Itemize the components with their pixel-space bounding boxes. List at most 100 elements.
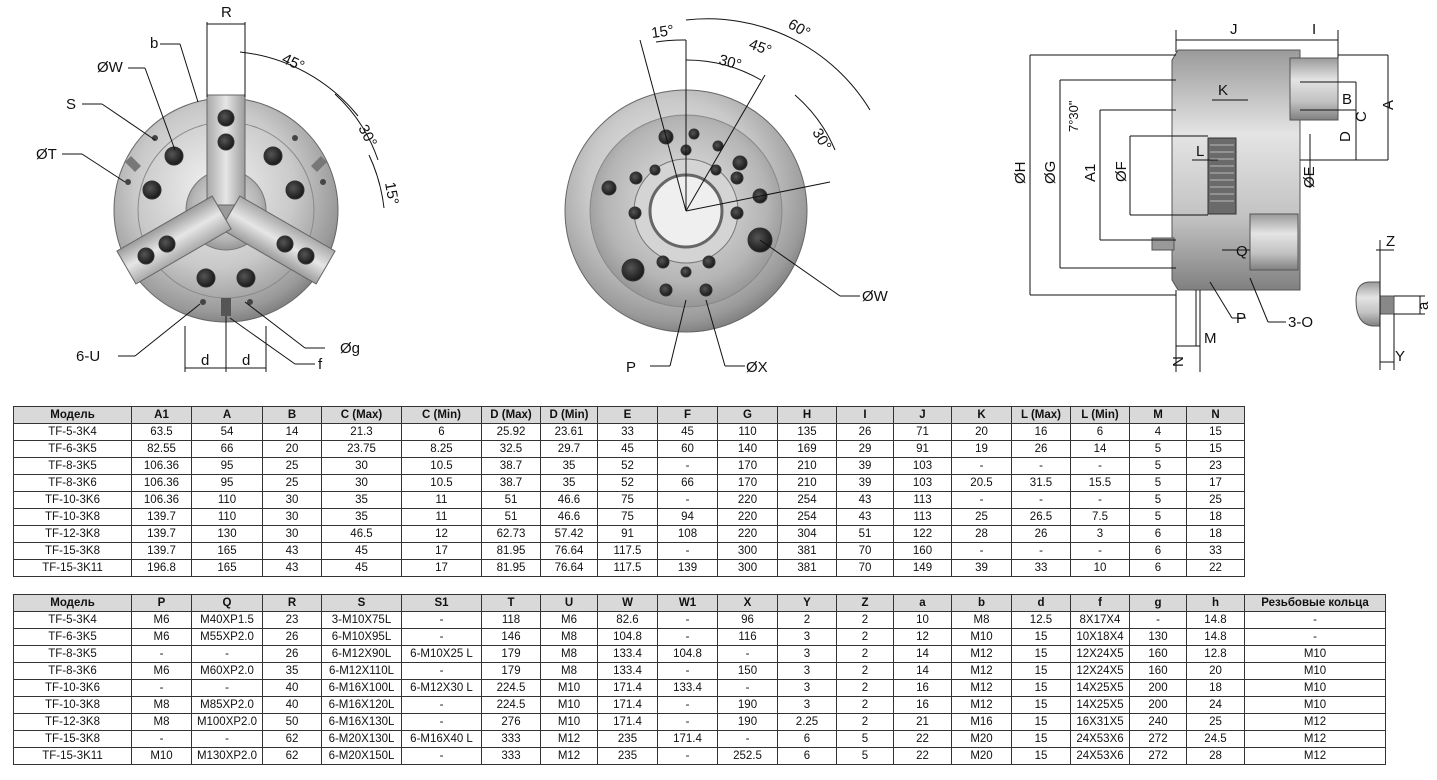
table1-cell: 381 [777,559,837,577]
table2-cell: 118 [481,611,541,629]
table2-header-cell: Z [836,594,894,612]
table1-cell: 17 [401,542,482,560]
side-label-angle: 7°30" [1066,100,1081,132]
table1-cell: - [1011,457,1071,475]
back-label-60: 60° [785,16,813,42]
table2-cell: - [401,713,482,731]
table1-cell: - [1070,542,1130,560]
table2-cell: 2 [836,662,894,680]
table1-cell: 6 [401,423,482,441]
table1-cell: 30 [321,457,402,475]
table1-header-cell: J [893,406,952,424]
table1-cell: 15 [1186,423,1245,441]
back-label-X: ØX [746,359,768,376]
side-label-O: 3-O [1288,314,1313,331]
table1-cell: 52 [597,474,658,492]
table2-header-cell: d [1011,594,1071,612]
table1-header-cell: L (Min) [1070,406,1130,424]
table2-cell: 240 [1129,713,1187,731]
table2-cell: 150 [717,662,778,680]
detail-label-Y: Y [1395,348,1405,365]
side-view: J I B A C D K L ØH ØG A1 ØF ØE 7°30" Q P… [1012,21,1397,372]
table1-cell: - [951,457,1012,475]
table2-cell: 82.6 [597,611,658,629]
table1-cell: 10.5 [401,457,482,475]
table1-header-cell: A1 [131,406,192,424]
table1-cell: TF-15-3K11 [13,559,132,577]
detail-part [1355,281,1381,327]
table2-cell: 276 [481,713,541,731]
table2-cell: 16 [893,696,952,714]
table2-cell: 5 [836,730,894,748]
table2-cell: 6-M10X25 L [401,645,482,663]
table2-header-cell: U [540,594,598,612]
table2-header-cell: S [321,594,402,612]
table1-cell: - [1011,491,1071,509]
table1-cell: 43 [262,542,322,560]
front-slot-right [311,156,327,172]
table2-cell: - [657,611,718,629]
table2-header-cell: Резьбовые кольца [1244,594,1386,612]
table2-cell: 224.5 [481,696,541,714]
table1-header-cell: G [717,406,778,424]
table1-cell: 76.64 [540,559,598,577]
table2-cell: 3 [777,696,837,714]
table1-cell: 220 [717,508,778,526]
table1-cell: 108 [657,525,718,543]
table1-cell: 23 [1186,457,1245,475]
table2-cell: 22 [893,747,952,765]
table1-cell: 76.64 [540,542,598,560]
table2-cell: 26 [262,645,322,663]
table1-cell: 25 [951,508,1012,526]
table2-cell: 6-M16X40 L [401,730,482,748]
table1-cell: 46.6 [540,491,598,509]
table2-cell: 2 [777,611,837,629]
table2-cell: M10 [1244,679,1386,697]
table1-cell: 70 [836,542,894,560]
table1-cell: 117.5 [597,542,658,560]
table2-cell: M20 [951,730,1012,748]
table2-cell: M12 [540,747,598,765]
side-label-P: P [1236,310,1246,327]
table1-cell: 26 [1011,440,1071,458]
table1-cell: 39 [836,474,894,492]
table2-cell: M8 [951,611,1012,629]
table1-cell: - [951,491,1012,509]
table1-header-cell: Модель [13,406,132,424]
table2-cell: 15 [1011,662,1071,680]
table1-header-cell: C (Min) [401,406,482,424]
table2-cell: 40 [262,696,322,714]
table2-cell: 116 [717,628,778,646]
table1-cell: 81.95 [481,542,541,560]
table1-cell: TF-5-3K4 [13,423,132,441]
back-view: 15° 30° 45° 60° 30° ØW P ØX [564,16,889,376]
front-label-30: 30° [354,122,380,150]
table2-cell: 22 [893,730,952,748]
front-label-d1: d [201,352,209,369]
table2-cell: 14.8 [1186,611,1245,629]
table2-cell: 6 [777,747,837,765]
table2-cell: 130 [1129,628,1187,646]
side-label-E: ØE [1301,166,1318,188]
table2-cell: 190 [717,696,778,714]
table1-cell: 18 [1186,508,1245,526]
table1-cell: 38.7 [481,457,541,475]
table1-cell: 46.5 [321,525,402,543]
table2-cell: 133.4 [597,645,658,663]
table2-cell: 3 [777,645,837,663]
table1-cell: 43 [262,559,322,577]
table1-cell: 113 [893,508,952,526]
table1-cell: 113 [893,491,952,509]
table1-cell: 300 [717,542,778,560]
table2-cell: - [657,696,718,714]
table1-cell: 70 [836,559,894,577]
table1-header-cell: D (Min) [540,406,598,424]
table1-cell: 25.92 [481,423,541,441]
table2-cell: 15 [1011,713,1071,731]
table1-cell: 117.5 [597,559,658,577]
table2-cell: - [401,696,482,714]
table1-cell: 26 [836,423,894,441]
table1-cell: 220 [717,525,778,543]
